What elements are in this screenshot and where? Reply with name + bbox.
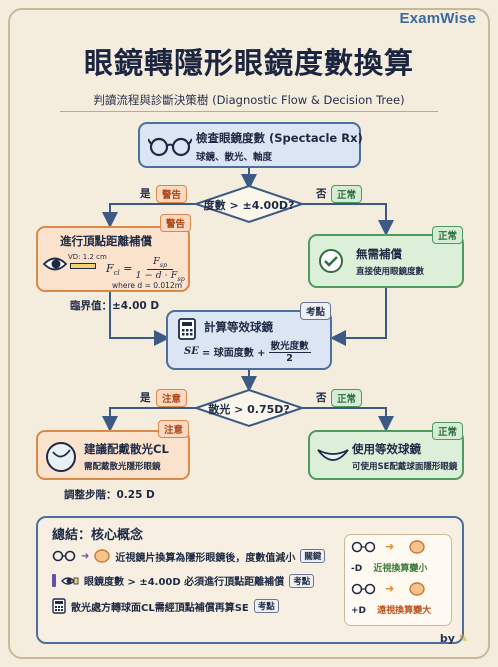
no-comp-sub: 直接使用眼鏡度數: [356, 267, 425, 277]
decision-1-yes: 是: [140, 188, 151, 200]
decision-2-text: 散光 > 0.75D?: [208, 403, 290, 416]
vertex-formula: Fcl = Fsp 1 − d · Fsp: [106, 256, 185, 283]
spectacle-rx-title: 檢查眼鏡度數 (Spectacle Rx): [196, 131, 363, 145]
toric-cl-box: 建議配戴散光CL 需配戴散光隱形眼鏡: [36, 430, 190, 480]
summary-panel: 總結：核心概念 ➜ 近視鏡片換算為隱形眼鏡後，度數值減小 關鍵 眼鏡度數 > ±…: [36, 516, 464, 644]
spectacle-rx-sub: 球鏡、散光、軸度: [196, 152, 273, 163]
calculator-icon: [178, 318, 196, 340]
author-credit: by ✎: [440, 632, 468, 645]
contact-lens-icon: [94, 549, 111, 563]
vertex-tag: 警告: [160, 214, 192, 232]
check-icon: [319, 249, 343, 273]
summary-title: 總結：核心概念: [52, 528, 144, 543]
glasses-icon: [52, 550, 76, 562]
summary-row-2-tag: 考點: [289, 573, 315, 588]
legend-lens-icon: [409, 540, 425, 554]
vertex-threshold: 臨界值：±4.00 D: [70, 300, 160, 312]
decision-diamond-1: [192, 184, 306, 224]
summary-row-1: ➜ 近視鏡片換算為隱形眼鏡後，度數值減小 關鍵: [52, 548, 326, 564]
summary-row-3: 散光處方轉球面CL需經頂點補償再算SE 考點: [52, 598, 279, 614]
summary-row-3-text: 散光處方轉球面CL需經頂點補償再算SE: [71, 602, 249, 614]
subtitle-divider: [60, 111, 438, 112]
signature-icon: ✎: [458, 632, 468, 645]
se-calculation-box: 計算等效球鏡 SE = 球面度數 + 散光度數 2: [166, 310, 332, 370]
by-text: by: [439, 632, 455, 645]
decision-2-no: 否: [316, 392, 327, 404]
glasses-icon: [148, 137, 192, 157]
arrow-right-icon: ➜: [385, 582, 395, 595]
vertex-title: 進行頂點距離補償: [60, 234, 152, 248]
decision-1-no: 否: [316, 188, 327, 200]
legend-glasses-icon: [351, 583, 376, 595]
sphere-tag: 正常: [432, 422, 464, 440]
page-title: 眼鏡轉隱形眼鏡度數換算: [83, 46, 414, 80]
eye-icon: [42, 257, 68, 271]
eye-ruler-icon: [61, 576, 79, 585]
brand-logo: ExamWise: [399, 10, 476, 27]
no-comp-tag: 正常: [432, 226, 464, 244]
decision-1-no-tag: 正常: [331, 185, 363, 203]
decision-2-no-tag: 正常: [331, 389, 363, 407]
se-title: 計算等效球鏡: [204, 320, 273, 334]
decision-2-yes: 是: [140, 392, 151, 404]
legend-plus-sign: +D: [351, 606, 367, 616]
power-legend: ➜ -D 近視換算變小 ➜ +D 遠視換算變大: [344, 534, 452, 626]
decision-1-text: 度數 > ±4.00D?: [203, 199, 295, 212]
legend-minus-text: 近視換算變小: [373, 564, 428, 574]
toric-tag: 注意: [158, 420, 190, 438]
summary-row-2-text: 眼鏡度數 > ±4.00D 必須進行頂點距離補償: [84, 577, 285, 588]
arrow-right-icon: ➜: [385, 540, 395, 553]
legend-lens-icon: [409, 582, 425, 596]
summary-row-2: 眼鏡度數 > ±4.00D 必須進行頂點距離補償 考點: [52, 573, 315, 588]
summary-row-1-text: 近視鏡片換算為隱形眼鏡後，度數值減小: [115, 552, 296, 564]
toric-lens-icon: [46, 442, 76, 472]
legend-minus-sign: -D: [351, 564, 363, 574]
legend-glasses-icon: [351, 541, 376, 553]
toric-step: 調整步階：0.25 D: [64, 489, 155, 501]
ruler-icon: [70, 263, 96, 269]
decision-diamond-2: [192, 388, 306, 428]
arrow-right-icon: ➜: [81, 550, 90, 562]
spectacle-rx-box: 檢查眼鏡度數 (Spectacle Rx) 球鏡、散光、軸度: [138, 122, 363, 168]
legend-row-minus: -D 近視換算變小: [351, 561, 427, 574]
summary-row-1-tag: 關鍵: [300, 549, 326, 563]
toric-sub: 需配戴散光隱形眼鏡: [84, 462, 161, 472]
sphere-title: 使用等效球鏡: [352, 442, 421, 456]
vertex-distance: VD: 1.2 cm: [68, 253, 107, 261]
se-tag: 考點: [300, 302, 332, 320]
toric-title: 建議配戴散光CL: [84, 442, 169, 456]
spherical-lens-icon: [317, 449, 349, 461]
summary-row-3-tag: 考點: [253, 599, 279, 613]
vertical-bar-icon: [52, 574, 56, 587]
calculator-icon: [52, 598, 66, 614]
legend-plus-text: 遠視換算變大: [377, 606, 432, 616]
se-formula: SE = 球面度數 + 散光度數 2: [184, 338, 311, 364]
sphere-sub: 可使用SE配戴球面隱形眼鏡: [352, 462, 458, 472]
page-subtitle: 判讀流程與診斷決策樹 (Diagnostic Flow & Decision T…: [93, 93, 405, 107]
vertex-where: where d = 0.012m: [112, 281, 183, 290]
decision-1-yes-tag: 警告: [156, 185, 188, 203]
decision-2-yes-tag: 注意: [156, 389, 188, 407]
no-comp-title: 無需補償: [356, 247, 402, 261]
legend-row-plus: +D 遠視換算變大: [351, 603, 431, 616]
page-frame: [8, 8, 490, 659]
vertex-compensation-box: 進行頂點距離補償 VD: 1.2 cm Fcl = Fsp 1 − d · Fs…: [36, 226, 190, 292]
